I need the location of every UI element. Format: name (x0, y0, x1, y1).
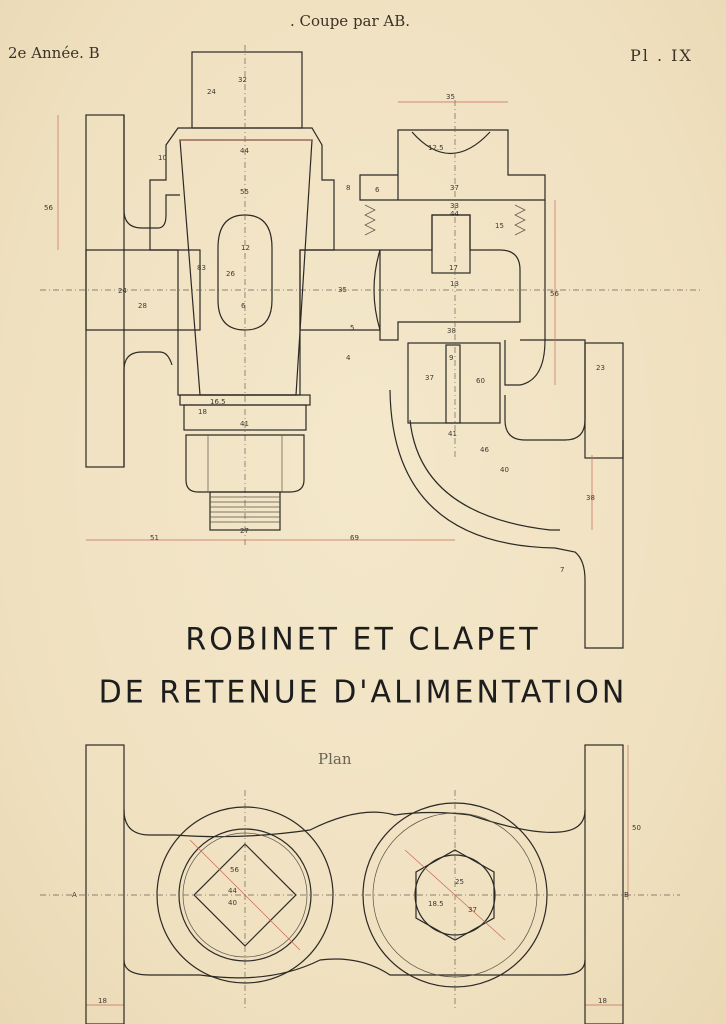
dim-label: 18.5 (428, 900, 444, 908)
dim-label: 35 (338, 286, 347, 294)
dim-label: 8 (346, 184, 350, 192)
dim-label: 25 (455, 878, 464, 886)
drawing-title-line-1: ROBINET ET CLAPET (185, 621, 541, 658)
dim-label: 46 (480, 446, 489, 454)
dim-label: 40 (228, 899, 237, 907)
dim-label: 56 (44, 204, 53, 212)
dim-label: 44 (450, 210, 459, 218)
dim-label: 83 (197, 264, 206, 272)
dim-label: 15 (495, 222, 504, 230)
section-marker-a: A (72, 891, 77, 899)
dim-label: 18 (98, 997, 107, 1005)
section-marker-b: B (624, 891, 629, 899)
gland-and-nut (179, 394, 311, 531)
dim-label: 5 (350, 324, 354, 332)
dim-label: 38 (447, 327, 456, 335)
dim-label: 16.5 (210, 398, 226, 406)
pipe-body (40, 249, 700, 331)
dim-label: 24 (207, 88, 216, 96)
dim-label: 55 (240, 188, 249, 196)
dim-label: 60 (476, 377, 485, 385)
dim-label: 26 (226, 270, 235, 278)
dim-label: 10 (158, 154, 167, 162)
dimension-labels: 56 32 24 44 10 55 12 26 6 28 24 83 16.5 … (44, 76, 605, 574)
dim-label: 32 (238, 76, 247, 84)
dim-label: 18 (598, 997, 607, 1005)
dim-label: 12.5 (428, 144, 444, 152)
check-valve-housing (359, 100, 624, 649)
course-label: 2e Année. B (8, 44, 100, 62)
dim-label: 7 (560, 566, 564, 574)
plan-label: Plan (318, 750, 352, 768)
dim-label: 27 (240, 527, 249, 535)
dim-label: 35 (446, 93, 455, 101)
dim-label: 12 (241, 244, 250, 252)
dim-label: 37 (425, 374, 434, 382)
dim-label: 4 (346, 354, 351, 362)
dim-label: 69 (350, 534, 359, 542)
dim-label: 38 (586, 494, 595, 502)
dim-label: 56 (550, 290, 559, 298)
drawing-title-line-2: DE RETENUE D'ALIMENTATION (98, 674, 628, 711)
dim-label: 50 (632, 824, 641, 832)
dim-label: 28 (138, 302, 147, 310)
tap-body (149, 45, 335, 545)
dim-label: 6 (241, 302, 246, 310)
dim-label: 41 (448, 430, 457, 438)
plan-view: A B 50 56 44 40 25 18.5 37 18 18 (40, 744, 680, 1024)
dim-label: 33 (450, 202, 459, 210)
dim-label: 56 (230, 866, 239, 874)
dim-label: 9 (449, 354, 453, 362)
dim-label: 44 (240, 147, 249, 155)
dim-label: 37 (468, 906, 477, 914)
dim-label: 51 (150, 534, 159, 542)
dim-label: 13 (450, 280, 459, 288)
dim-label: 44 (228, 887, 237, 895)
section-label: . Coupe par AB. (290, 12, 411, 30)
dim-label: 6 (375, 186, 380, 194)
plate-number: Pl . IX (630, 46, 693, 65)
dim-label: 40 (500, 466, 509, 474)
dim-label: 41 (240, 420, 249, 428)
dim-label: 23 (596, 364, 605, 372)
dim-label: 18 (198, 408, 207, 416)
dimension-lines (57, 101, 629, 1006)
dim-label: 24 (118, 287, 127, 295)
dim-label: 37 (450, 184, 459, 192)
dim-label: 17 (449, 264, 458, 272)
